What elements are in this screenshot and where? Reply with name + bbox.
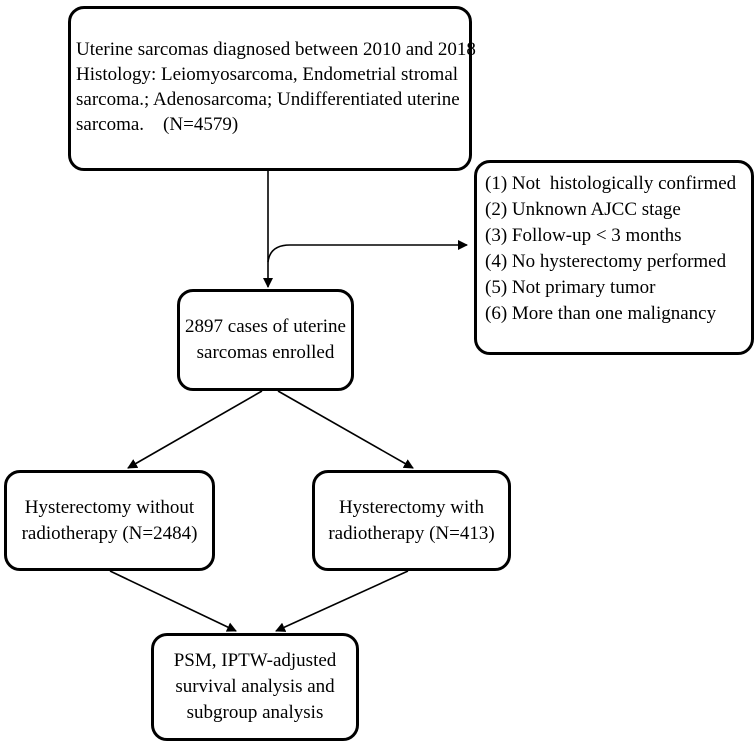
analysis-box: PSM, IPTW-adjusted survival analysis and…	[151, 633, 359, 741]
initial-cohort-line: sarcoma.; Adenosarcoma; Undifferentiated…	[76, 89, 460, 110]
radiotherapy-group-box: Hysterectomy with radiotherapy (N=413)	[312, 470, 511, 571]
enrolled-line: 2897 cases of uterine	[185, 316, 346, 337]
initial-cohort-line: sarcoma. (N=4579)	[76, 114, 239, 135]
initial-cohort-line: Uterine sarcomas diagnosed between 2010 …	[76, 39, 476, 60]
initial-cohort-box: Uterine sarcomas diagnosed between 2010 …	[68, 6, 476, 171]
exclusion-item: (5) Not primary tumor	[485, 277, 656, 298]
no-radiotherapy-line: radiotherapy (N=2484)	[21, 522, 198, 544]
exclusion-item: (4) No hysterectomy performed	[485, 251, 727, 272]
no-radiotherapy-group-box: Hysterectomy without radiotherapy (N=248…	[4, 470, 215, 571]
analysis-line: subgroup analysis	[186, 702, 324, 723]
enrolled-cases-box: 2897 cases of uterine sarcomas enrolled	[177, 289, 354, 391]
no-radiotherapy-line: Hysterectomy without	[24, 496, 195, 518]
radiotherapy-line: radiotherapy (N=413)	[328, 522, 495, 544]
arrow-left-to-bottom	[109, 570, 237, 632]
exclusion-item: (3) Follow-up < 3 months	[485, 225, 682, 246]
arrow-enrolled-to-right	[277, 390, 414, 469]
initial-cohort-line: Histology: Leiomyosarcoma, Endometrial s…	[76, 64, 459, 85]
radiotherapy-line: Hysterectomy with	[338, 496, 485, 518]
arrow-to-exclusion	[267, 240, 468, 263]
enrolled-line: sarcomas enrolled	[196, 342, 335, 363]
exclusion-item: (1) Not histologically confirmed	[485, 173, 737, 194]
exclusion-item: (6) More than one malignancy	[485, 303, 717, 324]
analysis-line: PSM, IPTW-adjusted	[173, 650, 337, 671]
arrow-right-to-bottom	[275, 570, 409, 632]
exclusion-criteria-box: (1) Not histologically confirmed (2) Unk…	[474, 160, 754, 355]
exclusion-item: (2) Unknown AJCC stage	[485, 199, 681, 220]
analysis-line: survival analysis and	[175, 676, 335, 697]
arrow-enrolled-to-left	[127, 390, 263, 469]
